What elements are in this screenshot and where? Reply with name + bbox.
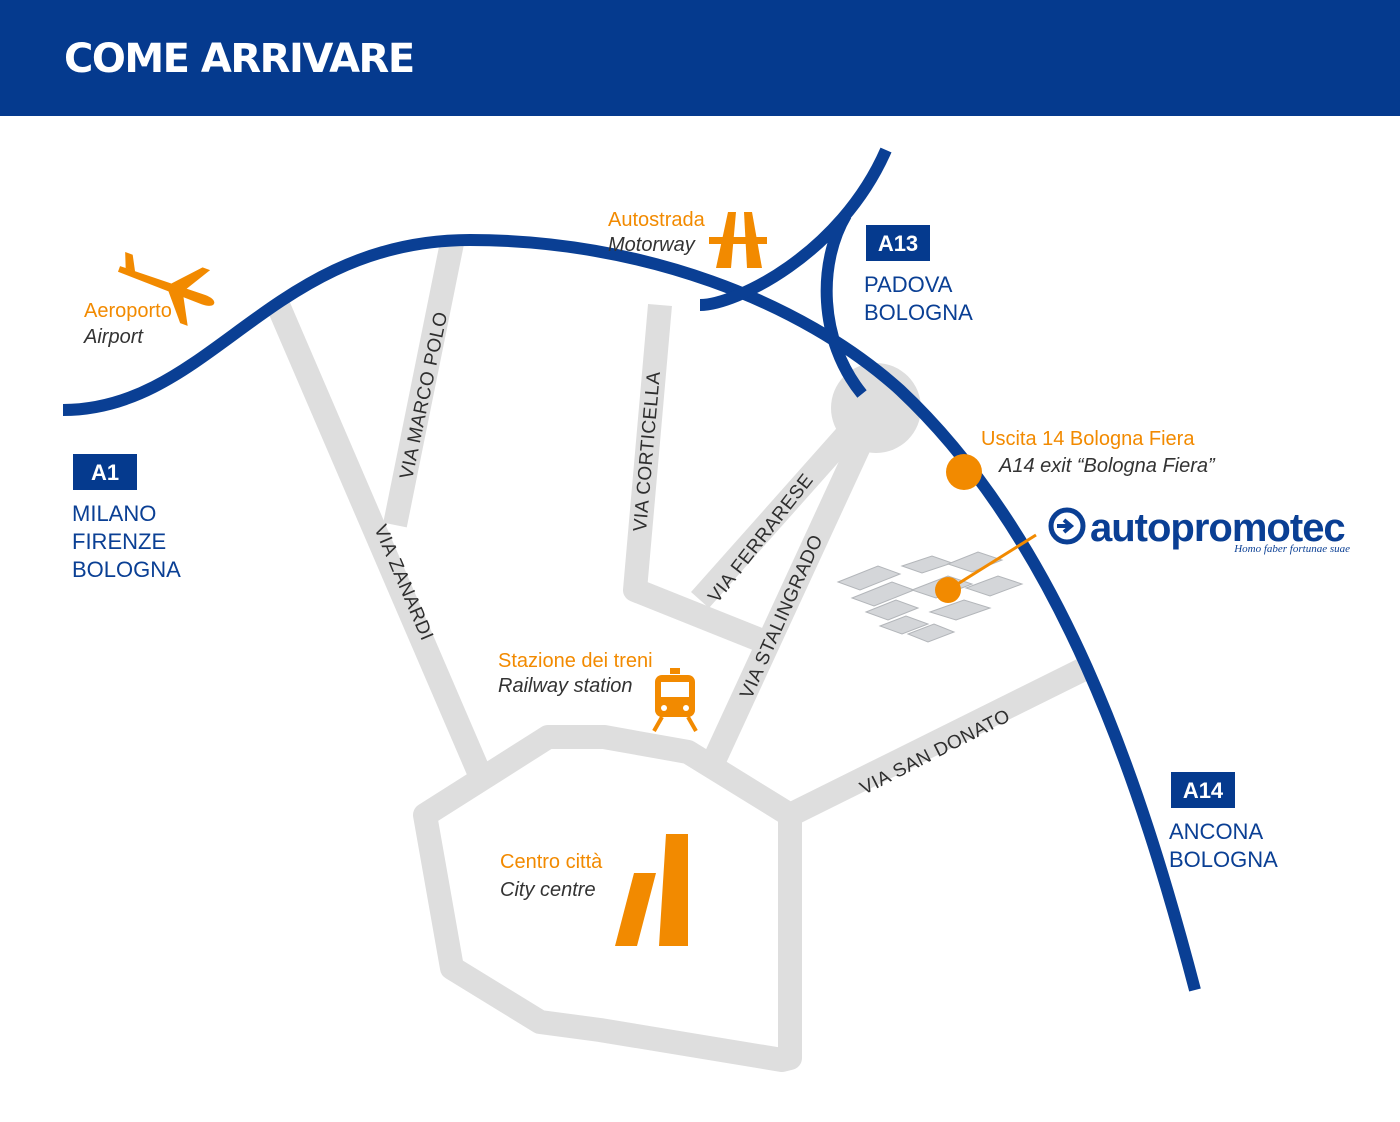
station-label-en: Railway station (498, 675, 633, 697)
a1-badge (73, 454, 137, 490)
road-via-ferrarese (691, 412, 869, 608)
brand-tagline: Homo faber fortunae suae (1233, 543, 1350, 555)
airport-label-en: Airport (83, 326, 144, 348)
towers-icon (615, 834, 688, 946)
road-via-san-donato (784, 659, 1088, 826)
a13-destination-2: BOLOGNA (864, 300, 973, 325)
highway-a1-a14 (62, 233, 1201, 992)
fair-pointer-line (947, 533, 1037, 592)
centre-label-en: City centre (500, 879, 596, 901)
a13-badge-text: A13 (878, 231, 918, 256)
airplane-icon (117, 251, 215, 326)
motorway-label-it: Autostrada (608, 209, 706, 231)
a14-destination-2: BOLOGNA (1169, 847, 1278, 872)
header-bar: COME ARRIVARE (0, 0, 1400, 116)
a1-destination-2: FIRENZE (72, 529, 166, 554)
a1-destination-1: MILANO (72, 501, 156, 526)
fair-buildings (836, 551, 1024, 643)
train-icon (652, 668, 698, 732)
exit-marker (946, 454, 982, 490)
road-via-zanardi (266, 300, 490, 775)
page-title: COME ARRIVARE (64, 36, 415, 82)
a13-destination-1: PADOVA (864, 272, 953, 297)
highway-a13 (699, 147, 892, 311)
airport-label-it: Aeroporto (84, 300, 172, 322)
highway-a13-ramp (820, 211, 867, 398)
highways (62, 147, 1201, 992)
autopromotec-logo-icon (1048, 507, 1086, 545)
a14-destination-1: ANCONA (1169, 819, 1263, 844)
exit-label-it: Uscita 14 Bologna Fiera (981, 428, 1195, 450)
road-ring-city-centre (413, 725, 802, 1072)
road-via-corticella (623, 303, 770, 654)
a14-badge-text: A14 (1183, 778, 1224, 803)
station-label-it: Stazione dei treni (498, 650, 653, 672)
a1-badge-text: A1 (91, 460, 119, 485)
exit-label-en: A14 exit “Bologna Fiera” (998, 455, 1216, 477)
local-roads (266, 240, 1088, 1072)
street-label-san-donato: VIA SAN DONATO (857, 706, 1014, 800)
motorway-icon (709, 212, 767, 268)
a14-badge (1171, 772, 1235, 808)
fair-location-marker (935, 577, 961, 603)
a13-badge (866, 225, 930, 261)
brand-name: autopromotec (1090, 506, 1345, 550)
road-via-stalingrado (701, 434, 873, 771)
road-via-marco-polo (383, 240, 464, 528)
a1-destination-3: BOLOGNA (72, 557, 181, 582)
centre-label-it: Centro città (500, 851, 603, 873)
motorway-label-en: Motorway (608, 234, 696, 256)
